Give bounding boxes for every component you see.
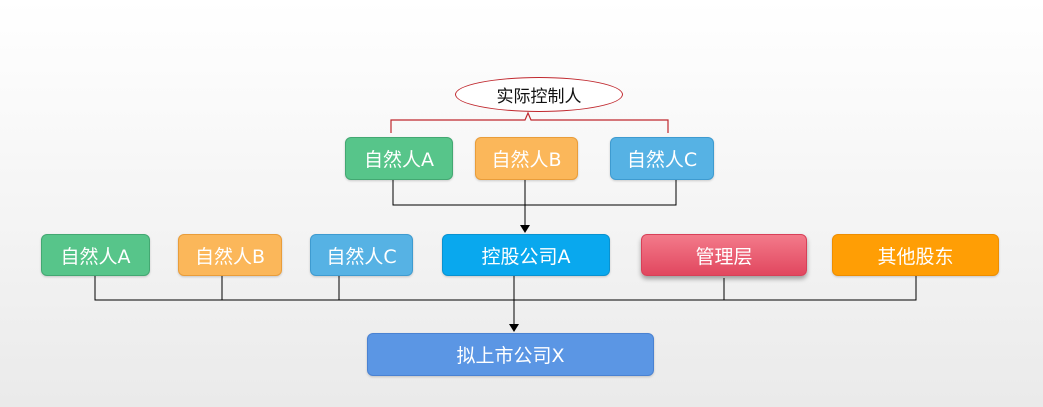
arrowhead-to-holding: [520, 225, 530, 233]
top-person-c: 自然人C: [610, 137, 714, 180]
controller-bracket: [390, 111, 669, 133]
top-person-b: 自然人B: [475, 137, 578, 180]
management: 管理层: [641, 234, 807, 276]
top-person-a: 自然人A: [345, 137, 453, 180]
arrowhead-to-target: [509, 324, 519, 332]
person-b: 自然人B: [178, 234, 282, 276]
other-shareholders: 其他股东: [832, 234, 999, 276]
target-company-x: 拟上市公司X: [367, 333, 654, 376]
person-c: 自然人C: [310, 234, 413, 276]
person-a: 自然人A: [41, 234, 150, 276]
middle-row-connector: [94, 276, 917, 325]
holding-company-a: 控股公司A: [442, 234, 610, 276]
actual-controller-ellipse: 实际控制人: [455, 77, 623, 112]
top-row-connector: [392, 180, 677, 226]
